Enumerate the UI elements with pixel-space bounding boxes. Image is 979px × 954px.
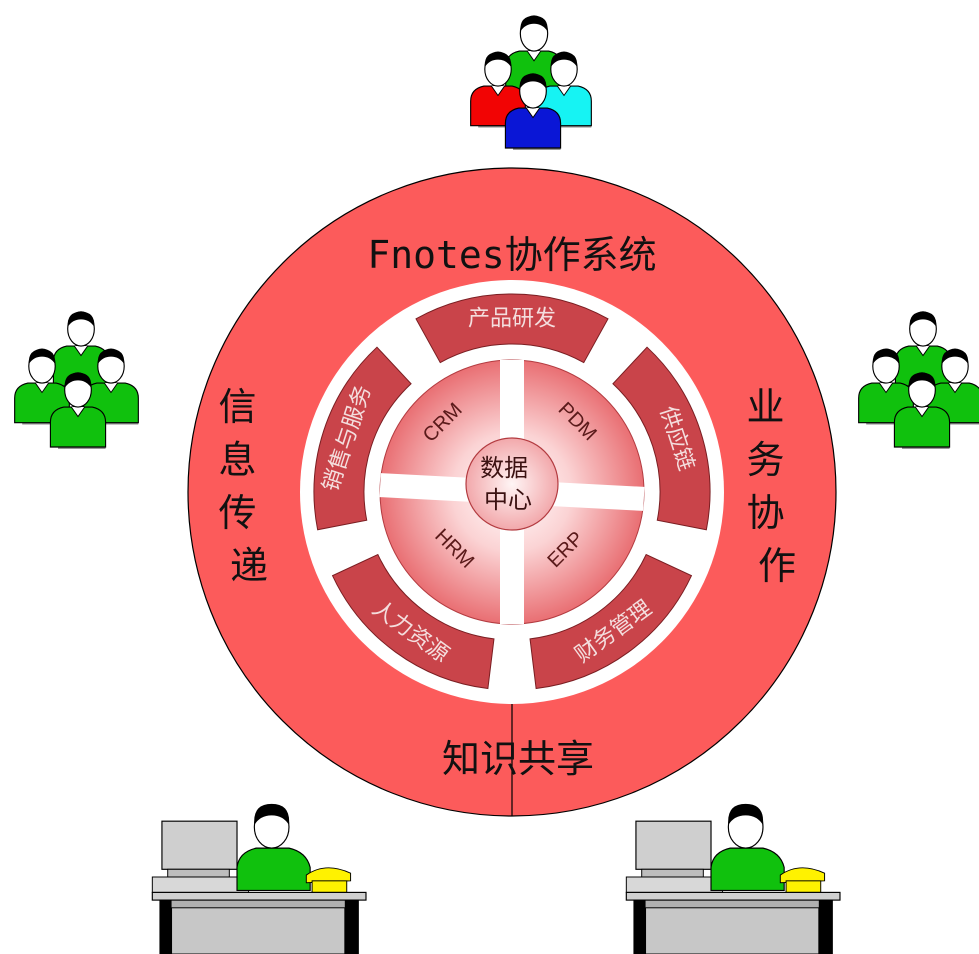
system-title: Fnotes协作系统 bbox=[367, 233, 656, 277]
data-center-circle bbox=[465, 437, 559, 531]
ring-label-left-char: 信 bbox=[219, 385, 257, 429]
segment-supply-chain bbox=[612, 346, 711, 531]
segments bbox=[313, 293, 711, 690]
user-group-icon-right bbox=[858, 311, 979, 450]
segment-product-rd-label: 产品研发 bbox=[468, 307, 556, 332]
user-group-icon-top bbox=[470, 15, 592, 151]
workstation-icon-right bbox=[625, 803, 841, 954]
ring-label-right: 业 务 协 作 bbox=[747, 385, 808, 588]
data-center-label: 数据 中心 bbox=[480, 454, 536, 514]
user-group-icon-left bbox=[14, 311, 139, 450]
segment-sales-service bbox=[313, 346, 412, 531]
workstation-icon-left bbox=[151, 803, 367, 954]
segment-product-rd bbox=[415, 293, 609, 364]
segment-finance bbox=[529, 553, 693, 690]
segment-hr bbox=[331, 553, 495, 690]
ring-label-bottom: 知识共享 bbox=[442, 737, 594, 781]
ring-label-left: 信 息 传 递 bbox=[219, 385, 280, 588]
